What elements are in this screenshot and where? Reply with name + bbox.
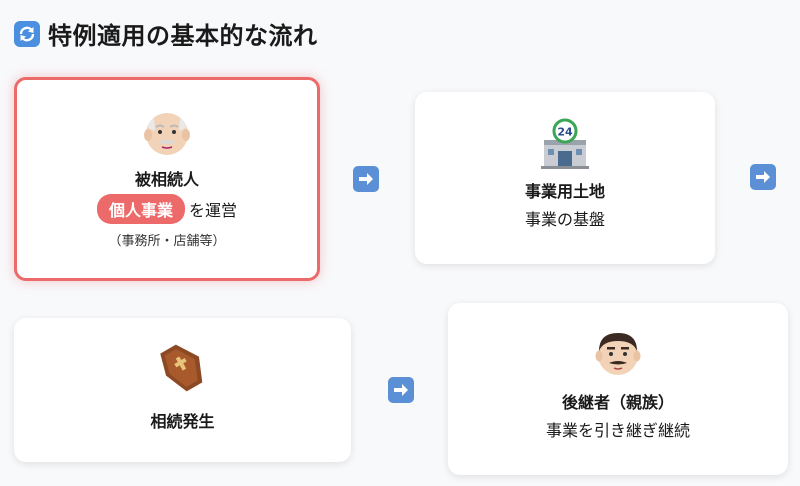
inheritance-card: 相続発生	[14, 318, 351, 462]
decedent-note: （事務所・店舗等）	[108, 234, 226, 249]
decedent-sub-suffix: を運営	[189, 201, 238, 220]
right-arrow-icon	[750, 164, 776, 190]
older-man-icon	[140, 106, 194, 160]
page-title: 特例適用の基本的な流れ	[48, 22, 318, 50]
decedent-card: 被相続人 個人事業 を運営 （事務所・店舗等）	[14, 77, 320, 281]
right-arrow-icon	[353, 166, 379, 192]
svg-text:24: 24	[557, 126, 573, 139]
convenience-store-icon: 24	[538, 118, 592, 172]
successor-title: 後継者（親族）	[561, 393, 674, 412]
refresh-icon	[14, 20, 40, 47]
coffin-icon	[156, 340, 210, 394]
right-arrow-icon	[388, 377, 414, 403]
successor-card: 後継者（親族） 事業を引き継ぎ継続	[448, 303, 788, 475]
decedent-subtitle: 個人事業 を運営	[96, 194, 238, 224]
decedent-title: 被相続人	[134, 170, 199, 189]
business-type-badge: 個人事業	[96, 194, 185, 224]
title-row: 特例適用の基本的な流れ	[14, 16, 318, 51]
man-icon	[591, 325, 645, 379]
successor-subtitle: 事業を引き継ぎ継続	[545, 421, 690, 440]
business-land-subtitle: 事業の基盤	[524, 210, 605, 229]
business-land-title: 事業用土地	[524, 182, 605, 201]
inheritance-title: 相続発生	[150, 412, 215, 431]
business-land-card: 24 事業用土地 事業の基盤	[415, 92, 715, 264]
